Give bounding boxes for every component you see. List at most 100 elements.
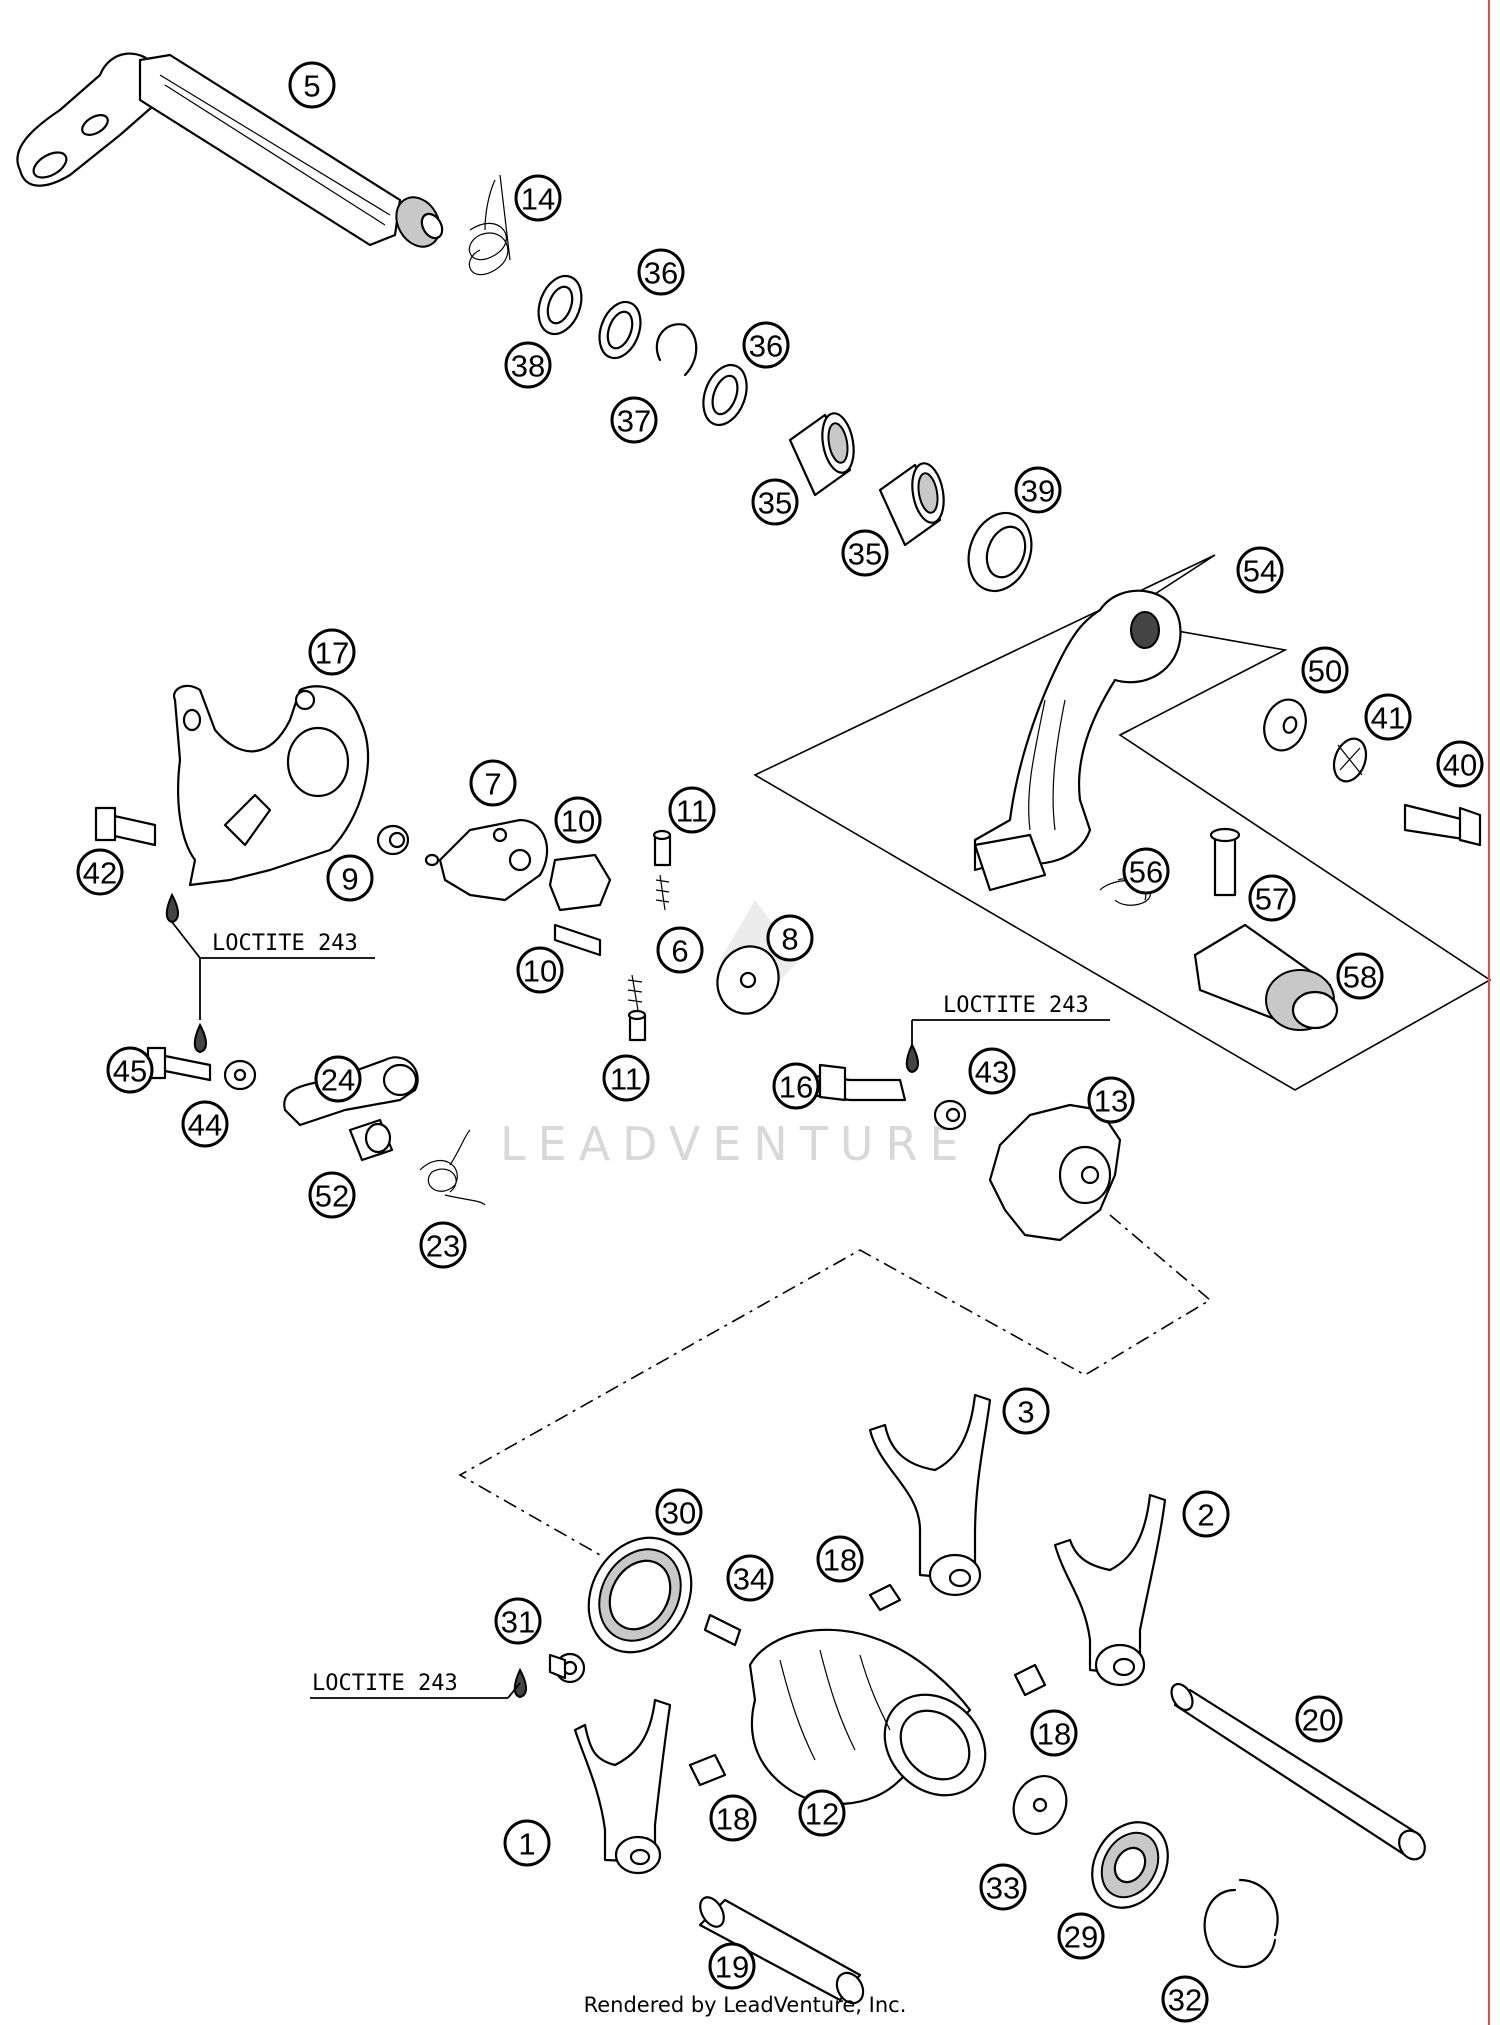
- callout-10: 10: [516, 946, 564, 994]
- callout-circle: [751, 478, 799, 526]
- callout-54: 54: [1236, 546, 1284, 594]
- callout-number: 3: [1017, 1395, 1034, 1430]
- callout-number: 37: [617, 404, 651, 439]
- callout-circle: [308, 628, 356, 676]
- callout-number: 23: [426, 1229, 460, 1264]
- callout-circle: [610, 396, 658, 444]
- callout-number: 18: [1037, 1717, 1071, 1752]
- callout-circle: [1014, 466, 1062, 514]
- callout-number: 50: [1308, 654, 1342, 689]
- callout-number: 5: [303, 69, 320, 104]
- callout-number: 2: [1197, 1498, 1214, 1533]
- callout-58: 58: [1336, 952, 1384, 1000]
- callout-42: 42: [76, 848, 124, 896]
- callout-number: 57: [1255, 882, 1289, 917]
- callout-circle: [419, 1221, 467, 1269]
- guide-plate: [172, 684, 370, 887]
- callout-8: 8: [766, 914, 814, 962]
- footer-credit: Rendered by LeadVenture, Inc.: [583, 1993, 907, 2017]
- callout-number: 19: [715, 1950, 749, 1985]
- callout-17: 17: [308, 628, 356, 676]
- callout-18: 18: [816, 1535, 864, 1583]
- callout-circle: [1295, 1695, 1343, 1743]
- callout-29: 29: [1057, 1912, 1105, 1960]
- callout-number: 43: [975, 1055, 1009, 1090]
- callout-number: 34: [733, 1562, 767, 1597]
- callout-16: 16: [772, 1062, 820, 1110]
- callout-number: 36: [644, 256, 678, 291]
- callout-circle: [708, 1942, 756, 1990]
- fork-shaft-19: [698, 1896, 865, 2005]
- fork-shaft-20: [1170, 1682, 1426, 1861]
- callout-6: 6: [656, 926, 704, 974]
- callout-number: 11: [610, 1062, 642, 1097]
- callout-number: 17: [315, 636, 349, 671]
- callout-57: 57: [1248, 874, 1296, 922]
- stop-bolt: [803, 1042, 967, 1131]
- callout-3: 3: [1002, 1387, 1050, 1435]
- callout-35: 35: [751, 478, 799, 526]
- callout-circle: [504, 341, 552, 389]
- callout-number: 36: [749, 329, 783, 364]
- shift-actuator: [376, 818, 549, 902]
- shift-drum-locating: [988, 1103, 1122, 1242]
- return-spring: [468, 174, 511, 276]
- callout-circle: [1436, 740, 1484, 788]
- callout-circle: [288, 61, 336, 109]
- callout-circle: [314, 1055, 362, 1103]
- callout-circle: [494, 1597, 542, 1645]
- callout-43: 43: [968, 1047, 1016, 1095]
- callout-number: 38: [511, 349, 545, 384]
- callout-10: 10: [554, 796, 602, 844]
- callout-52: 52: [308, 1171, 356, 1219]
- shift-lever: [973, 589, 1182, 892]
- callout-32: 32: [1161, 1975, 1209, 2023]
- lever-fasteners: [1263, 698, 1482, 847]
- pins-springs: [627, 829, 672, 1042]
- callout-34: 34: [726, 1554, 774, 1602]
- washers-upper: [537, 274, 748, 427]
- callout-number: 6: [671, 934, 688, 969]
- callout-circle: [554, 796, 602, 844]
- screw-31: [513, 1652, 586, 1699]
- callout-13: 13: [1087, 1076, 1135, 1124]
- callout-circle: [181, 1100, 229, 1148]
- callout-number: 31: [501, 1605, 535, 1640]
- callout-circle: [469, 759, 517, 807]
- callout-number: 8: [781, 922, 798, 957]
- callout-circle: [1301, 646, 1349, 694]
- callout-circle: [1364, 693, 1412, 741]
- callout-2: 2: [1182, 1490, 1230, 1538]
- callout-30: 30: [655, 1488, 703, 1536]
- callout-41: 41: [1364, 693, 1412, 741]
- callout-circle: [503, 1819, 551, 1867]
- callout-36: 36: [742, 321, 790, 369]
- callout-number: 44: [188, 1108, 222, 1143]
- callout-number: 14: [521, 182, 555, 217]
- callout-circle: [1182, 1490, 1230, 1538]
- callout-circle: [516, 946, 564, 994]
- callout-40: 40: [1436, 740, 1484, 788]
- callout-24: 24: [314, 1055, 362, 1103]
- loctite-notes: LOCTITE 243 LOCTITE 243 LOCTITE 243: [171, 921, 1110, 1699]
- shift-fork-1: [573, 1698, 672, 1875]
- callout-5: 5: [288, 61, 336, 109]
- callout-circle: [602, 1054, 650, 1102]
- callout-circle: [968, 1047, 1016, 1095]
- callout-number: 11: [676, 794, 708, 829]
- callout-circle: [726, 1554, 774, 1602]
- callout-number: 58: [1343, 960, 1377, 995]
- callout-1: 1: [503, 1819, 551, 1867]
- callout-number: 9: [341, 862, 358, 897]
- callout-50: 50: [1301, 646, 1349, 694]
- callout-circle: [1030, 1709, 1078, 1757]
- callout-37: 37: [610, 396, 658, 444]
- callout-11: 11: [602, 1054, 650, 1102]
- shift-fork-3: [868, 1393, 992, 1597]
- callout-14: 14: [514, 174, 562, 222]
- callout-circle: [308, 1171, 356, 1219]
- callout-33: 33: [979, 1863, 1027, 1911]
- loctite-note-3: LOCTITE 243: [312, 1671, 458, 1696]
- callout-circle: [514, 174, 562, 222]
- washer-8: [716, 945, 780, 1015]
